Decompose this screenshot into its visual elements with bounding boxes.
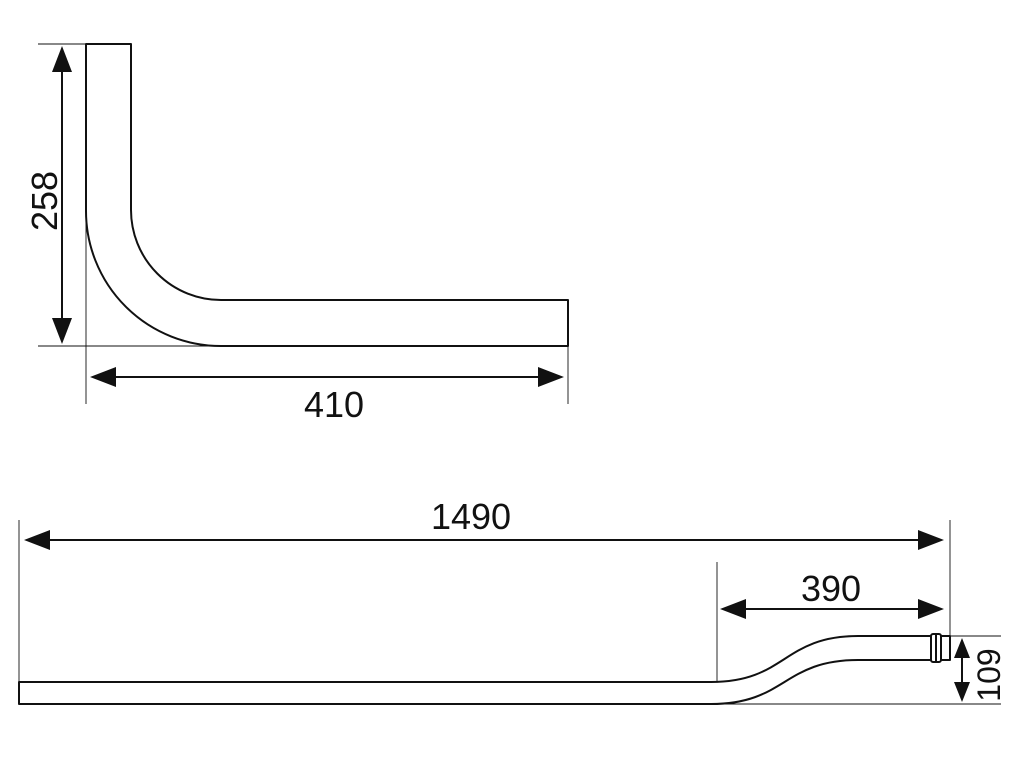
elbow-pipe-outline (85, 43, 569, 347)
dimension-label-overall-length: 1490 (431, 496, 511, 537)
arrow-head-up (954, 638, 970, 658)
dimension-label-elbow-height: 258 (24, 171, 65, 231)
pipe-end-fitting (930, 633, 951, 663)
arrow-head-left (24, 530, 50, 550)
dimension-elbow-height: 258 (24, 46, 72, 344)
arrow-head-right (918, 599, 944, 619)
elbow-pipe-view: 258 410 (24, 43, 569, 425)
offset-pipe-outline (18, 635, 932, 705)
arrow-head-down (954, 682, 970, 702)
dimension-label-offset-length: 390 (801, 568, 861, 609)
arrow-head-up (52, 46, 72, 72)
dimension-offset-length: 390 (720, 568, 944, 619)
dimension-overall-length: 1490 (24, 496, 944, 550)
arrow-head-left (90, 367, 116, 387)
arrow-head-right (918, 530, 944, 550)
dimension-label-offset-rise: 109 (971, 648, 1007, 701)
dimension-offset-rise: 109 (954, 638, 1007, 702)
dimension-elbow-width: 410 (90, 367, 564, 425)
offset-pipe-view: 1490 390 109 (18, 496, 1007, 705)
dimension-label-elbow-width: 410 (304, 384, 364, 425)
arrow-head-down (52, 318, 72, 344)
arrow-head-left (720, 599, 746, 619)
arrow-head-right (538, 367, 564, 387)
